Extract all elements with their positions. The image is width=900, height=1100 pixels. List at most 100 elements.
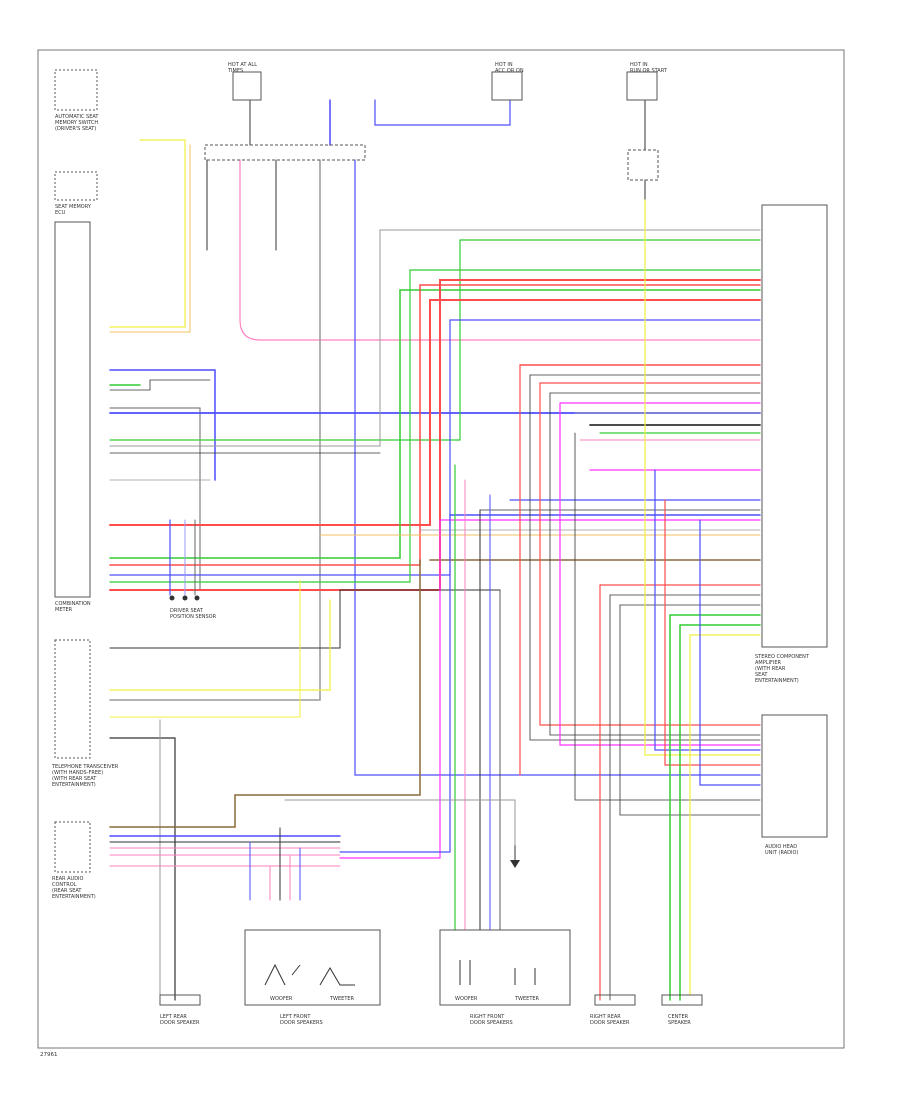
audio-head-unit: AUDIO HEAD UNIT (RADIO) — [761, 714, 828, 856]
component-label: ENTERTAINMENT) — [755, 678, 799, 684]
component-label: UNIT (RADIO) — [765, 850, 798, 856]
telephone-transceiver: TELEPHONE TRANSCEIVER (WITH HANDS-FREE) … — [51, 639, 119, 788]
wire — [559, 402, 761, 746]
component-label: METER — [55, 607, 73, 613]
wire — [239, 159, 761, 341]
memory-seat-switch: AUTOMATIC SEAT MEMORY SWITCH (DRIVER'S S… — [54, 69, 99, 132]
component-label: LEFT REAR — [160, 1014, 187, 1020]
component-label: SEAT MEMORY — [55, 204, 92, 210]
fuse-label: TIMES — [227, 68, 243, 74]
wire — [109, 299, 761, 526]
wire — [109, 369, 216, 481]
component-label: DOOR SPEAKER — [160, 1020, 200, 1026]
wire — [109, 559, 421, 828]
wire — [644, 199, 761, 756]
fuse-label: ACC OR ON — [495, 68, 524, 74]
wire — [249, 841, 301, 901]
component-label: LEFT FRONT — [280, 1014, 311, 1020]
component-label: AMPLIFIER — [755, 660, 782, 666]
fuse-hot-in-acc: HOT IN ACC OR ON — [491, 62, 524, 101]
component-label: DOOR SPEAKER — [590, 1020, 630, 1026]
seat-memory-ecu: SEAT MEMORY ECU — [54, 171, 98, 216]
component-label: REAR AUDIO — [52, 876, 84, 882]
footer-code: 27961 — [40, 1052, 58, 1058]
wire — [354, 159, 761, 776]
fuse-label: HOT IN — [495, 62, 513, 68]
wire — [109, 144, 191, 333]
combination-meter: COMBINATION METER — [54, 221, 91, 613]
component-label: (WITH REAR — [755, 666, 786, 672]
component-label: DOOR SPEAKERS — [280, 1020, 323, 1026]
wire — [109, 589, 501, 649]
fuse-hot-at-all-times: HOT AT ALL TIMES — [227, 62, 262, 101]
component-label: POSITION SENSOR — [170, 614, 217, 620]
component-label: AUDIO HEAD — [765, 844, 797, 850]
wire — [539, 382, 761, 726]
wire — [269, 855, 291, 901]
wire — [109, 284, 761, 566]
left-rear-door-speaker: LEFT REAR DOOR SPEAKER — [159, 994, 201, 1026]
stereo-component-amplifier: STEREO COMPONENT AMPLIFIER (WITH REAR SE… — [755, 204, 828, 684]
junction-connector — [627, 149, 659, 181]
wire — [339, 519, 441, 859]
component-label: SEAT — [755, 672, 768, 678]
rear-audio-control: REAR AUDIO CONTROL (REAR SEAT ENTERTAINM… — [52, 821, 96, 900]
wire — [619, 604, 761, 816]
woofer-label: WOOFER — [270, 996, 293, 1002]
center-speaker: CENTER SPEAKER — [661, 994, 703, 1026]
tweeter-label: TWEETER — [329, 996, 355, 1002]
wire-layer — [109, 99, 761, 1001]
right-rear-door-speaker: RIGHT REAR DOOR SPEAKER — [590, 994, 636, 1026]
wire — [664, 499, 761, 766]
wire — [109, 289, 761, 559]
component-label: CENTER — [668, 1014, 689, 1020]
wire — [284, 799, 516, 846]
component-label: RIGHT FRONT — [470, 1014, 505, 1020]
component-label: (DRIVER'S SEAT) — [55, 126, 96, 132]
wire — [374, 99, 511, 126]
wire — [109, 407, 201, 591]
component-label: CONTROL — [52, 882, 77, 888]
driver-seat-position-sensor: DRIVER SEAT POSITION SENSOR — [169, 595, 217, 620]
component-label: STEREO COMPONENT — [755, 654, 810, 660]
component-label: COMBINATION — [55, 601, 91, 607]
component-label: SPEAKER — [668, 1020, 691, 1026]
wire — [109, 139, 186, 328]
left-front-door-speakers: WOOFER TWEETER LEFT FRONT DOOR SPEAKERS — [244, 929, 381, 1026]
wire — [339, 514, 451, 853]
component-label: RIGHT REAR — [590, 1014, 621, 1020]
component-label: (WITH REAR SEAT — [52, 776, 97, 782]
component-label: (REAR SEAT — [52, 888, 82, 894]
right-front-door-speakers: WOOFER TWEETER RIGHT FRONT DOOR SPEAKERS — [439, 929, 571, 1026]
wire — [699, 519, 761, 786]
diagram-frame — [37, 49, 845, 1049]
wire — [109, 159, 321, 701]
component-label: DOOR SPEAKERS — [470, 1020, 513, 1026]
component-label: AUTOMATIC SEAT — [55, 114, 99, 120]
wire — [109, 269, 761, 583]
ground-symbol — [510, 860, 520, 868]
wire — [109, 239, 761, 441]
wire — [109, 599, 331, 691]
component-label: ENTERTAINMENT) — [52, 894, 96, 900]
wire — [109, 579, 301, 718]
wire — [109, 319, 761, 576]
wire — [109, 737, 176, 1001]
wire — [529, 374, 761, 741]
woofer-label: WOOFER — [455, 996, 478, 1002]
component-label: ENTERTAINMENT) — [52, 782, 96, 788]
component-label: TELEPHONE TRANSCEIVER — [51, 764, 119, 770]
component-label: DRIVER SEAT — [170, 608, 204, 614]
wire — [109, 379, 211, 391]
component-label: ECU — [55, 210, 66, 216]
fuse-label: HOT IN — [630, 62, 648, 68]
fuse-hot-in-run: HOT IN RUN OR START — [626, 62, 668, 101]
wire — [109, 229, 761, 447]
fuse-label: HOT AT ALL — [228, 62, 257, 68]
wire — [654, 469, 761, 751]
junction-connector — [204, 144, 366, 161]
wire — [574, 432, 761, 801]
tweeter-label: TWEETER — [514, 996, 540, 1002]
fuse-label: RUN OR START — [630, 68, 668, 74]
